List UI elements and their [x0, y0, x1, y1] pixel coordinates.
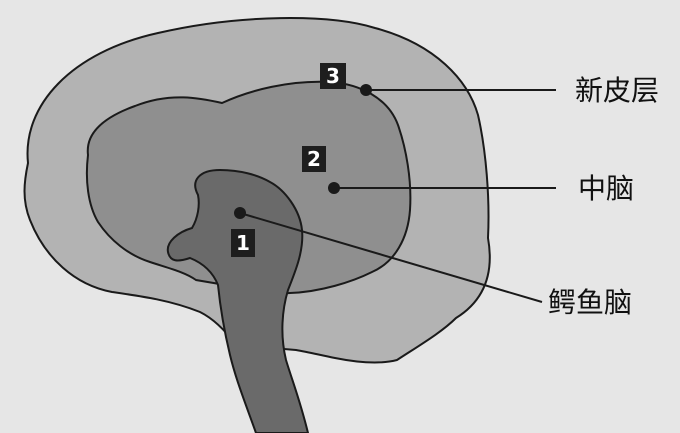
- neocortex-number-badge: 3: [320, 63, 346, 89]
- reptilian-dot: [234, 207, 246, 219]
- midbrain-label: 中脑: [578, 172, 634, 205]
- neocortex-label: 新皮层: [575, 74, 659, 107]
- midbrain-dot: [328, 182, 340, 194]
- midbrain-number: 2: [307, 147, 321, 171]
- neocortex-number: 3: [326, 64, 340, 88]
- neocortex-dot: [360, 84, 372, 96]
- midbrain-number-badge: 2: [302, 146, 326, 172]
- reptilian-number: 1: [236, 231, 250, 255]
- reptilian-label: 鳄鱼脑: [548, 286, 632, 319]
- reptilian-number-badge: 1: [231, 229, 255, 257]
